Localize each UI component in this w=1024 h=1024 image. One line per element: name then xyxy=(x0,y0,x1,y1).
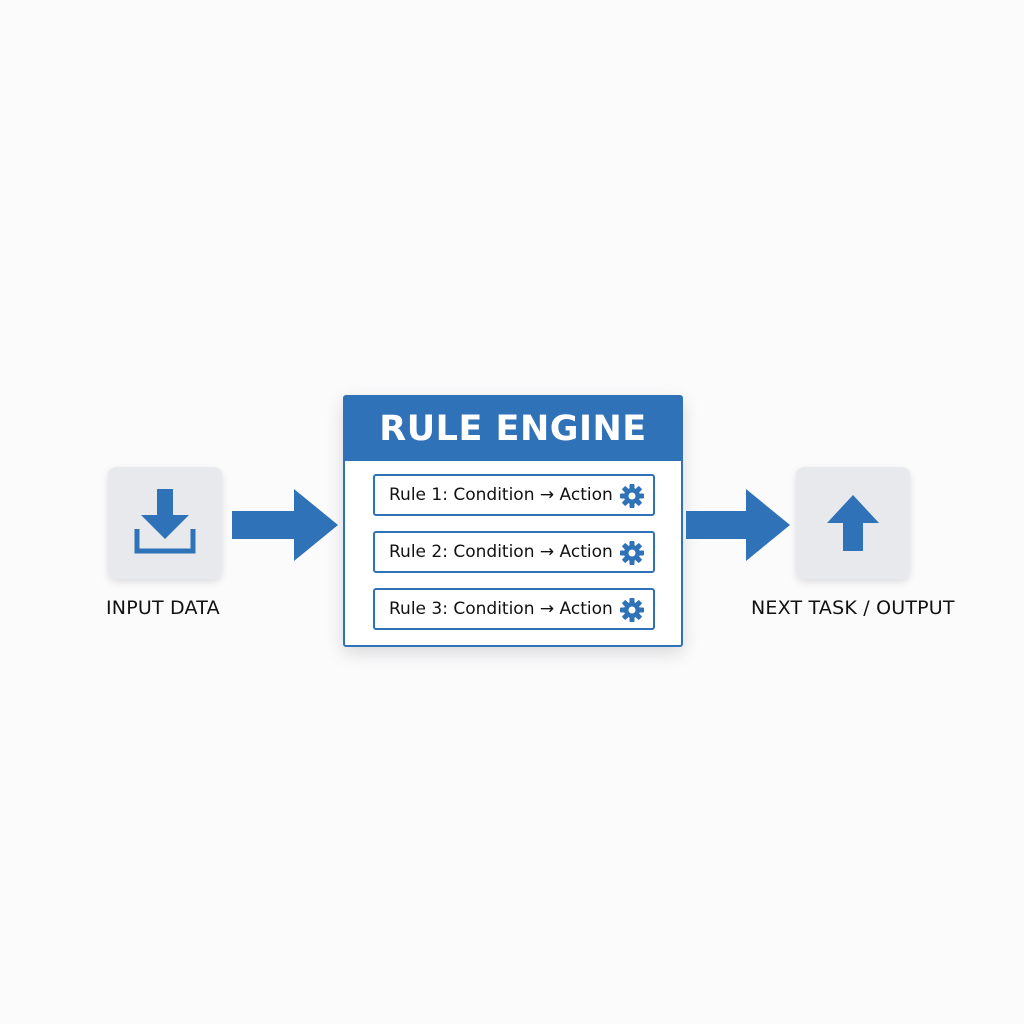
rule-row-2[interactable]: Rule 2: Condition → Action xyxy=(373,531,655,573)
flow-arrow-right-icon xyxy=(232,489,338,561)
download-icon xyxy=(134,489,196,554)
rule-row-1[interactable]: Rule 1: Condition → Action xyxy=(373,474,655,516)
rule-label: Rule 2: Condition → Action xyxy=(389,542,613,562)
flow-arrow-right-icon xyxy=(686,489,790,561)
gear-icon[interactable] xyxy=(619,483,645,509)
next-task-output-node xyxy=(796,467,910,579)
upload-arrow-icon xyxy=(827,495,879,551)
gear-icon[interactable] xyxy=(619,540,645,566)
gear-icon[interactable] xyxy=(619,597,645,623)
rule-label: Rule 3: Condition → Action xyxy=(389,599,613,619)
input-data-label: INPUT DATA xyxy=(106,597,220,619)
rule-row-3[interactable]: Rule 3: Condition → Action xyxy=(373,588,655,630)
input-data-node xyxy=(108,467,222,579)
rule-engine-title: RULE ENGINE xyxy=(345,397,681,461)
rule-engine-panel: RULE ENGINE Rule 1: Condition → Action R… xyxy=(343,395,683,647)
next-task-output-label: NEXT TASK / OUTPUT xyxy=(751,597,955,619)
rule-label: Rule 1: Condition → Action xyxy=(389,485,613,505)
